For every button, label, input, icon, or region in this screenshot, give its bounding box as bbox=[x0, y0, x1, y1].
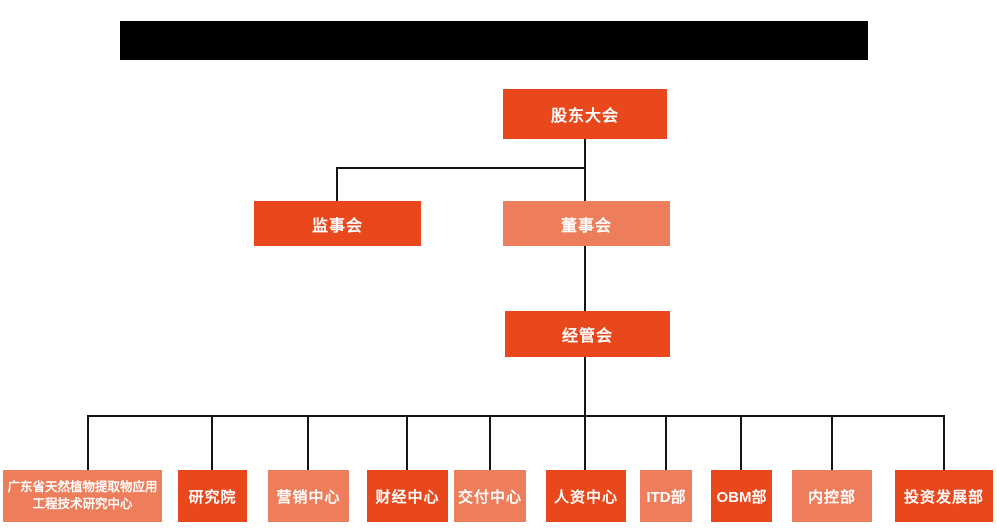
connector-line bbox=[584, 139, 586, 202]
node-supervisory-board: 监事会 bbox=[254, 201, 421, 246]
connector-line bbox=[943, 415, 945, 471]
node-finance-center: 财经中心 bbox=[367, 470, 448, 522]
node-management-committee: 经管会 bbox=[505, 311, 670, 357]
connector-line bbox=[336, 167, 338, 202]
connector-line bbox=[584, 246, 586, 312]
node-itd-department: ITD部 bbox=[640, 470, 692, 522]
node-research-center: 广东省天然植物提取物应用工程技术研究中心 bbox=[3, 470, 162, 522]
node-board-of-directors: 董事会 bbox=[503, 201, 670, 246]
connector-line bbox=[406, 415, 408, 471]
connector-line bbox=[584, 415, 586, 471]
connector-line bbox=[831, 415, 833, 471]
node-hr-center: 人资中心 bbox=[546, 470, 626, 522]
connector-line bbox=[307, 415, 309, 471]
node-investment-development-department: 投资发展部 bbox=[895, 470, 993, 522]
node-shareholders-meeting: 股东大会 bbox=[503, 89, 667, 139]
redacted-title-bar bbox=[120, 21, 868, 60]
node-research-institute: 研究院 bbox=[178, 470, 247, 522]
connector-line bbox=[740, 415, 742, 471]
node-internal-control-department: 内控部 bbox=[792, 470, 872, 522]
connector-line bbox=[211, 415, 213, 471]
node-delivery-center: 交付中心 bbox=[454, 470, 526, 522]
node-obm-department: OBM部 bbox=[711, 470, 772, 522]
connector-line bbox=[87, 415, 89, 471]
connector-line bbox=[336, 167, 586, 169]
connector-line bbox=[489, 415, 491, 471]
node-marketing-center: 营销中心 bbox=[268, 470, 349, 522]
connector-line bbox=[87, 415, 945, 417]
connector-line bbox=[584, 357, 586, 417]
connector-line bbox=[665, 415, 667, 471]
